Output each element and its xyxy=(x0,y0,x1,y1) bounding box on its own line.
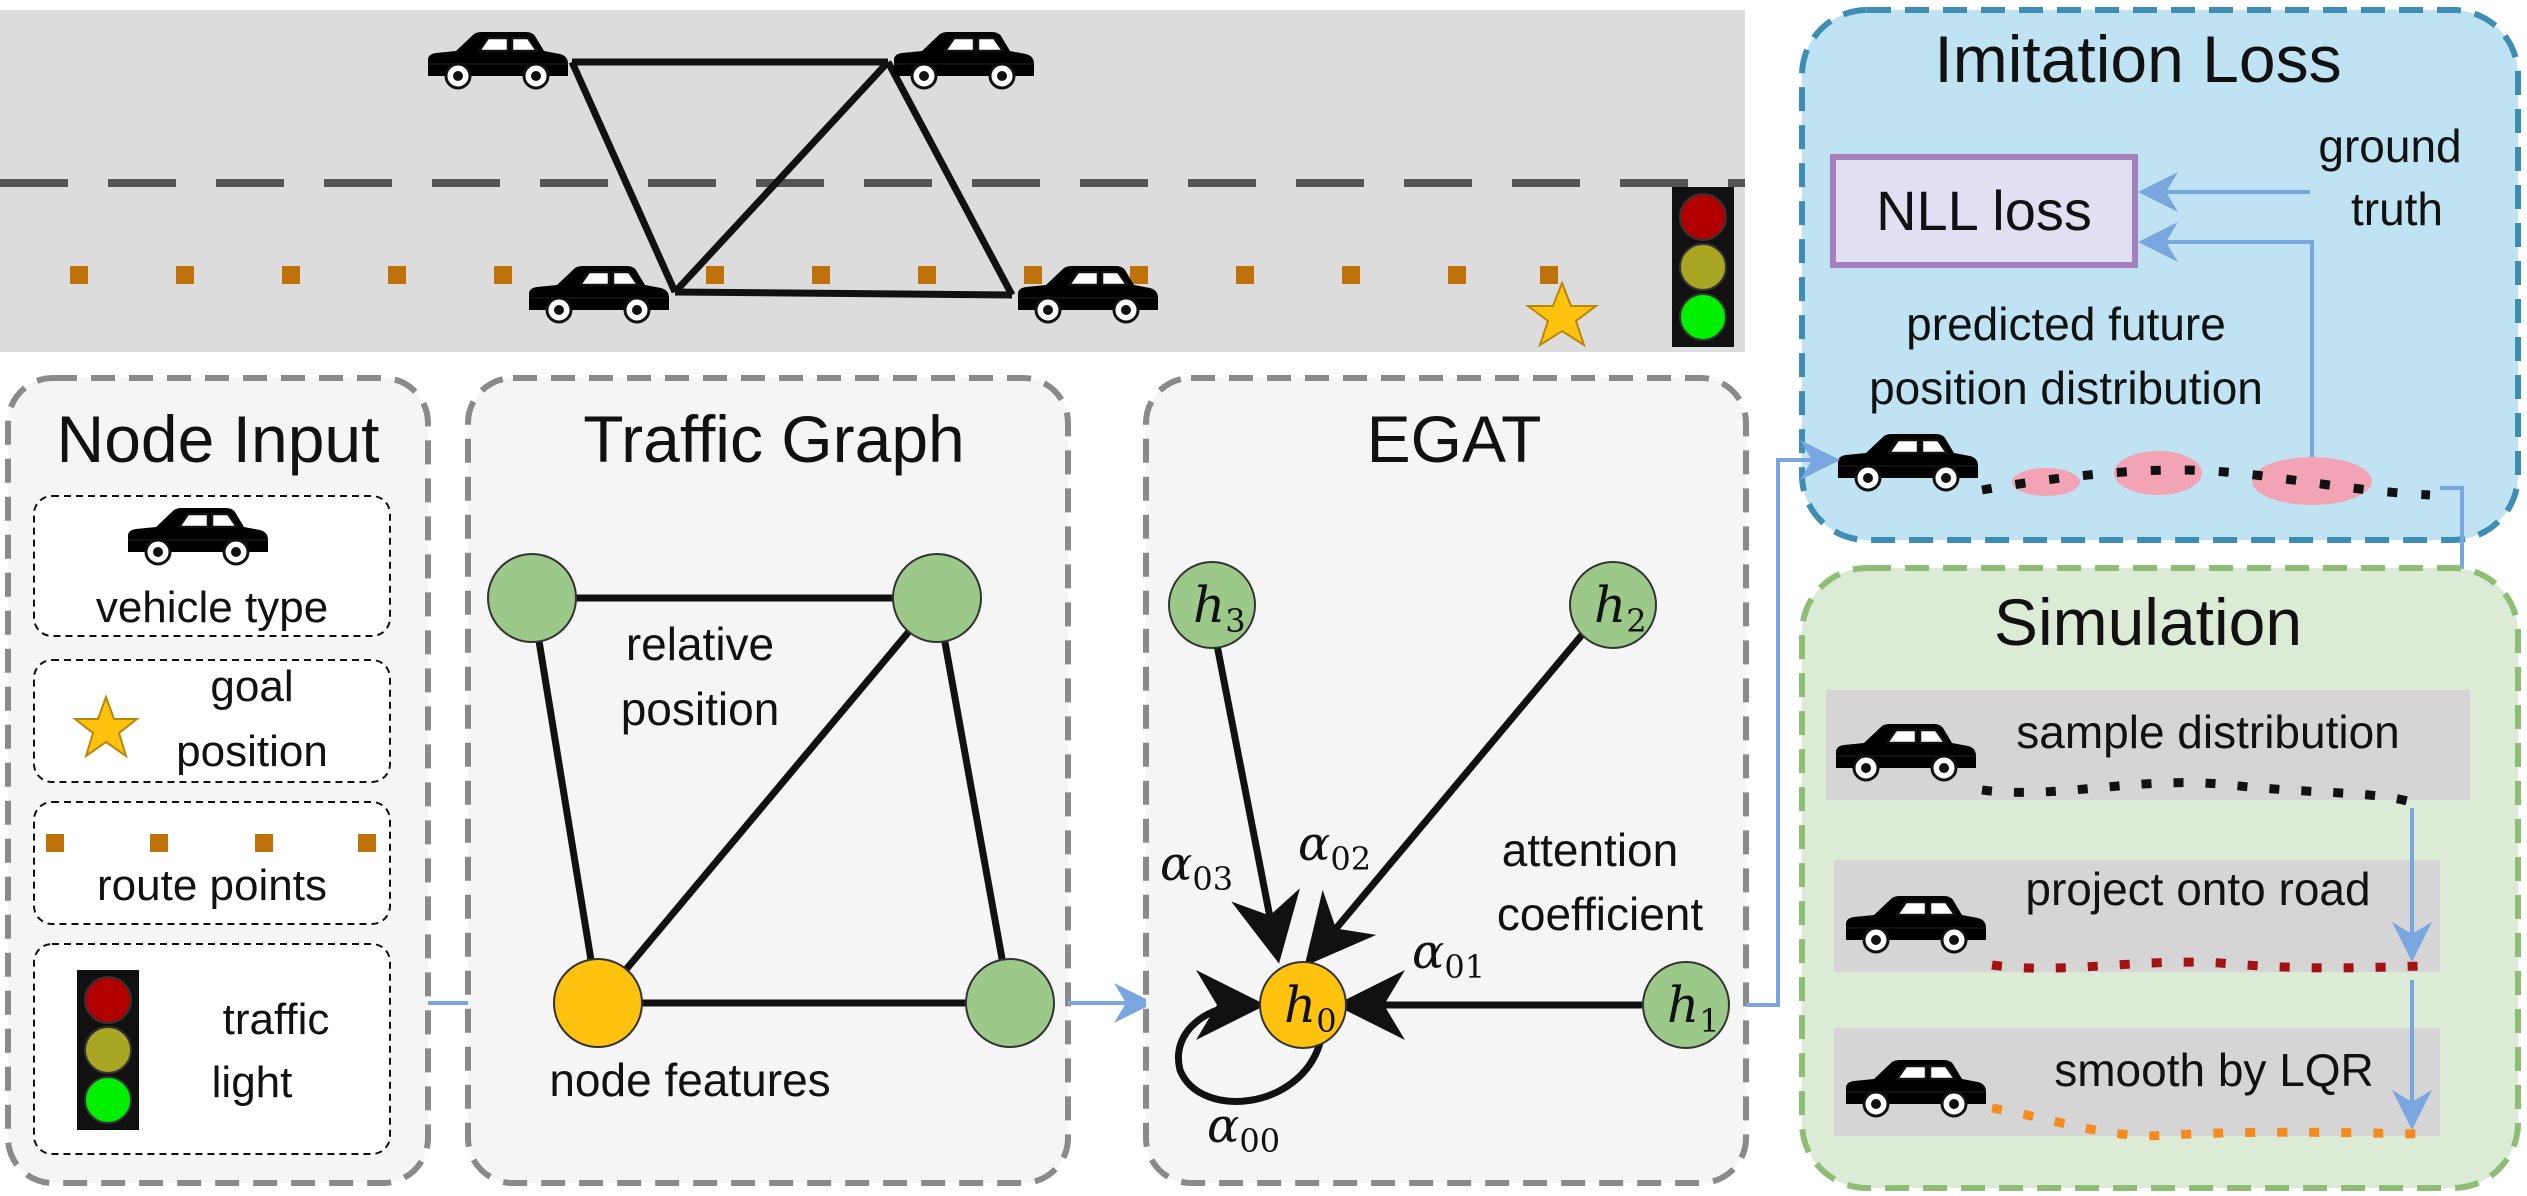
sample-distribution-label: sample distribution xyxy=(2016,706,2400,758)
traffic-graph-title: Traffic Graph xyxy=(583,402,964,476)
traffic-light-icon xyxy=(1672,187,1734,347)
smoothed-trajectory xyxy=(1991,1103,2421,1141)
imitation-loss-title: Imitation Loss xyxy=(1934,22,2341,96)
vehicle-type-box xyxy=(33,495,391,637)
route-points-box xyxy=(33,801,391,925)
alpha-03-label: α03 xyxy=(1160,836,1233,898)
imitation-loss-panel: Imitation Loss NLL loss ground truth pre… xyxy=(1799,7,2521,543)
projected-trajectory xyxy=(1991,957,2421,973)
graph-node xyxy=(892,553,982,643)
relative-position-line1: relative xyxy=(626,618,774,670)
ground-truth-line2: truth xyxy=(2351,183,2443,235)
node-h0 xyxy=(1259,961,1347,1049)
traffic-light-label-line2: light xyxy=(212,1058,293,1107)
self-loop-h0 xyxy=(1175,970,1324,1105)
route-points-label: route points xyxy=(97,861,327,910)
traffic-light-icon xyxy=(77,970,139,1130)
ground-truth-line1: ground xyxy=(2318,120,2461,172)
project-onto-road-label: project onto road xyxy=(2025,863,2370,915)
scene-graph-edges xyxy=(568,58,1016,299)
h2-label: h2 xyxy=(1594,576,1647,640)
egat-to-loss-arrow xyxy=(1746,440,1840,1007)
node-input-panel: Node Input vehicle type goal position ro… xyxy=(5,375,431,1186)
predicted-line2: position distribution xyxy=(1869,362,2263,414)
attention-line2: coefficient xyxy=(1497,888,1704,940)
sampled-trajectory xyxy=(1981,778,2422,810)
h0-label: h0 xyxy=(1284,976,1337,1040)
distribution-ellipse xyxy=(2252,457,2372,505)
egat-panel: EGAT h3 h2 h1 h0 α03 α02 α01 α00 attenti… xyxy=(1143,375,1749,1186)
node-h1 xyxy=(1642,961,1730,1049)
goal-star-icon xyxy=(1525,280,1599,348)
simulation-panel: Simulation sample distribution project o… xyxy=(1799,565,2521,1191)
vehicle-type-label: vehicle type xyxy=(96,583,328,632)
nll-loss-box xyxy=(1830,154,2138,268)
predicted-line1: predicted future xyxy=(1906,298,2226,350)
alpha-02-label: α02 xyxy=(1298,816,1371,878)
smooth-by-lqr-label: smooth by LQR xyxy=(2054,1044,2374,1096)
graph-node xyxy=(487,553,577,643)
star-icon xyxy=(72,694,140,759)
h1-label: h1 xyxy=(1667,976,1720,1040)
alpha-01-label: α01 xyxy=(1412,924,1485,986)
route-points-icon xyxy=(46,834,376,852)
edge-h2-h0 xyxy=(1304,627,1589,967)
goal-label-line1: goal xyxy=(210,662,293,711)
node-h2 xyxy=(1569,561,1657,649)
relative-position-line2: position xyxy=(621,683,780,735)
road-scene xyxy=(0,10,1745,352)
graph-ego-node xyxy=(553,958,643,1048)
node-features-label: node features xyxy=(549,1054,830,1106)
distribution-ellipse xyxy=(2012,468,2080,496)
nll-loss-label: NLL loss xyxy=(1876,179,2092,242)
traffic-graph-panel: Traffic Graph relative position node fea… xyxy=(465,375,1071,1186)
traffic-light-label-line1: traffic xyxy=(223,995,330,1044)
attention-line1: attention xyxy=(1502,824,1678,876)
node-input-title: Node Input xyxy=(57,402,380,476)
egat-title: EGAT xyxy=(1367,402,1542,476)
prediction-to-loss-arrow xyxy=(2138,222,2314,470)
h3-label: h3 xyxy=(1193,576,1246,640)
goal-label-line2: position xyxy=(176,727,328,776)
node-h3 xyxy=(1168,561,1256,649)
alpha-00-label: α00 xyxy=(1207,1098,1280,1160)
simulation-title: Simulation xyxy=(1994,585,2302,659)
graph-edges xyxy=(528,594,1014,1007)
graph-node xyxy=(965,958,1055,1048)
edge-h3-h0 xyxy=(1212,639,1300,964)
